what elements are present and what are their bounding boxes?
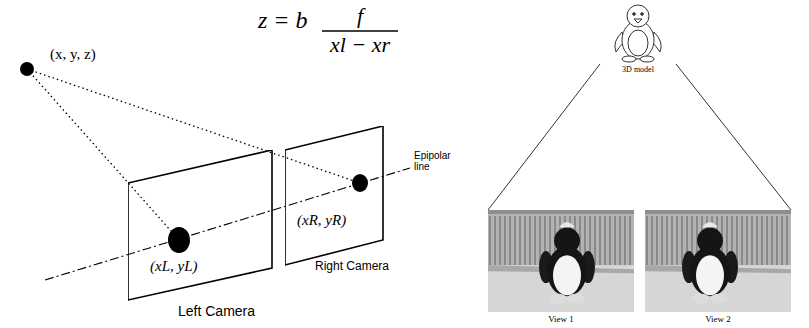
model-figure: 3D model xyxy=(598,2,678,78)
image-point xyxy=(352,174,368,192)
camera-shape xyxy=(128,150,274,322)
camera-plane: (xL, yL) Left Camera xyxy=(128,150,274,322)
view-ray xyxy=(676,64,791,210)
image-coordinate: (xR, yR) xyxy=(297,212,346,229)
projection-ray xyxy=(27,69,179,240)
camera-label: Right Camera xyxy=(315,260,389,273)
penguin-outline xyxy=(615,5,661,62)
projection-ray xyxy=(27,69,360,183)
photo-shape xyxy=(645,210,791,326)
photo-image xyxy=(645,210,791,312)
camera-shape xyxy=(285,126,397,278)
view-photo: View 2 xyxy=(645,210,791,326)
photo-shape xyxy=(488,210,634,326)
figure-caption: View 1 xyxy=(548,315,574,325)
epipolar-line xyxy=(45,168,410,280)
view-photo: View 1 xyxy=(488,210,634,326)
formula-numerator: f xyxy=(322,4,398,28)
figure-caption: View 2 xyxy=(705,315,731,325)
image-coordinate: (xL, yL) xyxy=(150,258,198,275)
formula-term: z = b xyxy=(258,7,320,33)
line-label: Epipolar line xyxy=(414,150,464,172)
image-plane xyxy=(285,126,383,265)
image-plane xyxy=(128,150,272,300)
formula-denominator: xl − xr xyxy=(318,33,402,57)
camera-label: Left Camera xyxy=(178,304,255,319)
camera-plane: (xR, yR) Right Camera xyxy=(285,126,397,278)
fraction-bar xyxy=(322,30,398,31)
view-ray xyxy=(488,64,600,210)
point-coordinate: (x, y, z) xyxy=(50,46,130,63)
photo-image xyxy=(488,210,634,312)
image-point xyxy=(168,227,190,253)
world-point xyxy=(20,62,34,76)
figure-caption: 3D model xyxy=(622,66,654,75)
